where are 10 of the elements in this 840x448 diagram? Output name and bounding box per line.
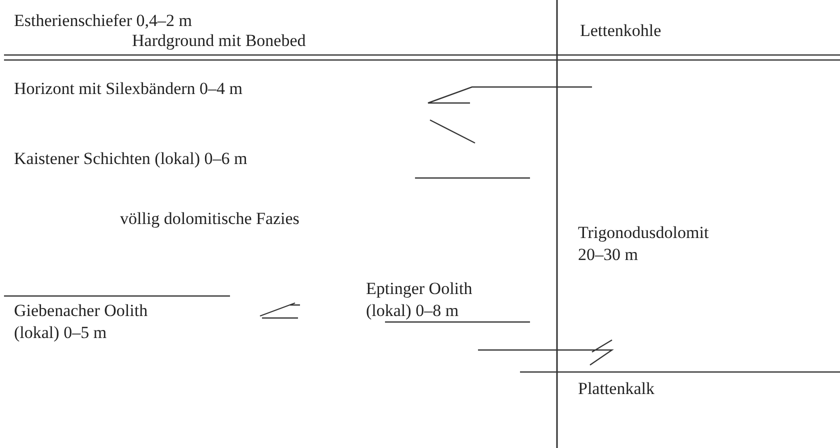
- stratum-label: Kaistener Schichten (lokal) 0–6 m: [14, 148, 248, 170]
- stratum-label: Trigonodusdolomit 20–30 m: [578, 222, 710, 266]
- stratum-label: Giebenacher Oolith (lokal) 0–5 m: [14, 300, 149, 344]
- stratum-label: Lettenkohle: [580, 20, 662, 42]
- stratum-label: Estherienschiefer 0,4–2 m: [14, 10, 192, 32]
- stratum-label: Horizont mit Silexbändern 0–4 m: [14, 78, 243, 100]
- stratum-label: Eptinger Oolith (lokal) 0–8 m: [366, 278, 474, 322]
- stratum-label: Hardground mit Bonebed: [132, 30, 306, 52]
- stratum-label: Plattenkalk: [578, 378, 654, 400]
- stratum-label: völlig dolomitische Fazies: [120, 208, 300, 230]
